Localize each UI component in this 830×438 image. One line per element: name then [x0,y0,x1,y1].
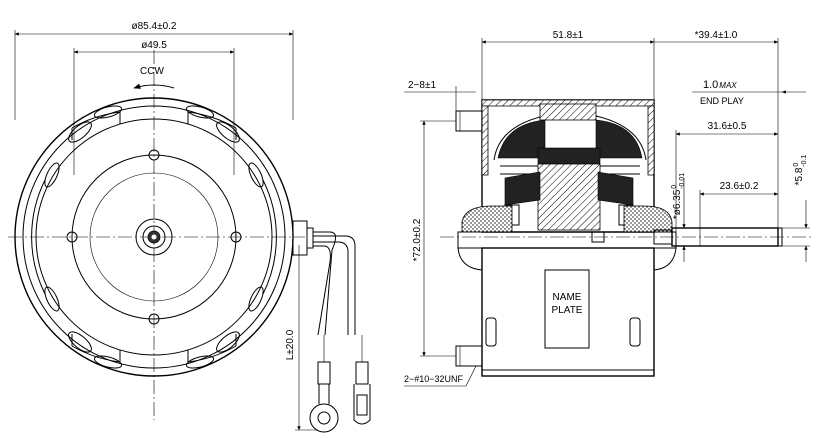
front-view: CCW ø85.4±0.2 ø49.5 [8,21,371,433]
shaft-center [151,234,157,240]
end-play-label: END PLAY [700,96,744,106]
end-play-value: 1.0MAX [703,79,737,91]
end-cap [481,99,655,233]
dim-23-6-label: 23.6±0.2 [720,181,759,192]
overall-height-label: *72.0±0.2 [412,218,423,261]
rotation-label: CCW [140,66,164,77]
dim-31-6-label: 31.6±0.5 [708,121,747,132]
shaft-dia-label: *ø6.350-0.01 [671,173,686,219]
body-length-label: 51.8±1 [553,30,584,41]
mount-flange [457,205,677,271]
nameplate-line1: NAME [553,292,582,303]
vent-cutouts [44,105,264,369]
inner-diameter-label: ø49.5 [141,40,167,51]
nameplate-line2: PLATE [552,305,583,316]
side-view: NAME PLATE [404,30,812,387]
nameplate [544,269,590,349]
rotation-arrow [133,83,175,89]
output-shaft [653,227,783,247]
bearing [142,225,166,249]
housing-inner-ring [35,118,273,356]
outer-diameter-label: ø85.4±0.2 [132,21,177,32]
thread-spec-label: 2−#10−32UNF [404,374,464,384]
hub [135,218,173,256]
bolt-circle [89,172,219,302]
flat-label: *5.80-0.1 [793,155,808,186]
shaft-extension-label: *39.4±1.0 [695,30,738,41]
lead-length-label: L±20.0 [285,329,296,360]
vent-slots [31,111,277,363]
terminals [309,335,371,433]
mount-studs [455,110,483,367]
housing-rim [22,105,286,369]
stud-length-label: 2−8±1 [408,80,436,91]
end-bell [71,154,237,320]
rotor [504,163,634,231]
screw-bosses [66,149,242,325]
lead-exit [292,220,356,336]
